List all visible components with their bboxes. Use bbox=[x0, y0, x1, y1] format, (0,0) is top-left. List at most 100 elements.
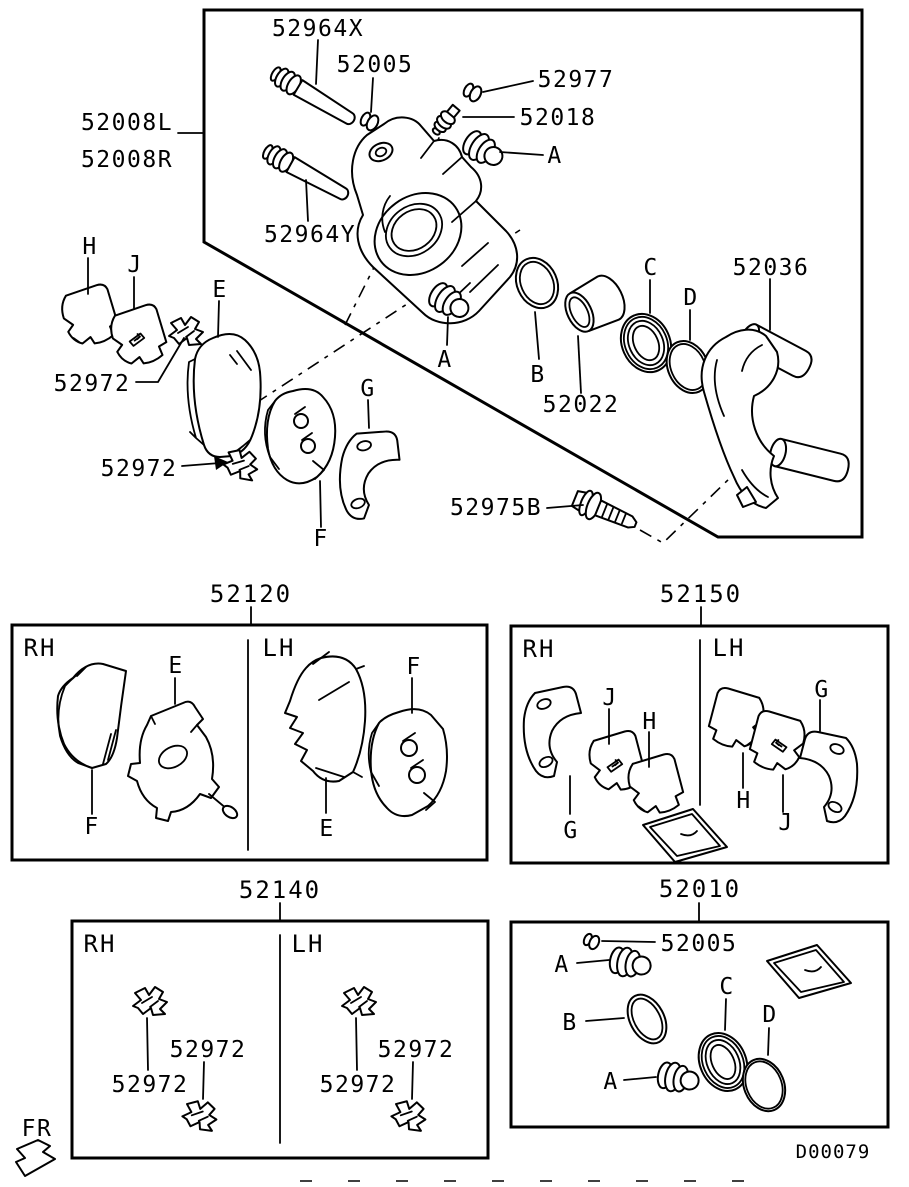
callout-52008L: 52008L bbox=[81, 110, 173, 136]
fr-direction-arrow-icon bbox=[15, 1139, 56, 1177]
shim-h-drawing bbox=[57, 281, 122, 350]
shim-j-drawing bbox=[106, 301, 171, 370]
bleeder-cap-drawing bbox=[462, 82, 483, 103]
leader-52964Y bbox=[305, 179, 309, 222]
fr-direction-label: FR bbox=[22, 1116, 53, 1142]
callout-52005: 52005 bbox=[337, 52, 414, 78]
main-assembly-box bbox=[202, 8, 864, 539]
callout-52036: 52036 bbox=[733, 255, 810, 281]
kit-52010-A-lower: A bbox=[603, 1069, 618, 1095]
kit-52140-rh-leader-lower bbox=[202, 1061, 205, 1100]
callout-52964Y: 52964Y bbox=[264, 222, 356, 248]
kit-52150-lh-G: G bbox=[814, 677, 829, 703]
support-bracket-drawing bbox=[700, 323, 850, 509]
ring-d-drawing bbox=[665, 340, 711, 394]
callout-52008R: 52008R bbox=[81, 147, 173, 173]
kit-52140-lh-leader-upper bbox=[355, 1017, 358, 1071]
kit-52010-box bbox=[509, 920, 890, 1129]
leader-52972-arrowhead bbox=[214, 456, 228, 470]
kit-52010-A-upper: A bbox=[554, 952, 569, 978]
kit-52140-lh-leader-lower bbox=[411, 1061, 414, 1100]
seal-c-drawing bbox=[619, 312, 673, 374]
leader-A-lower bbox=[446, 316, 449, 346]
kit-52140-title: 52140 bbox=[239, 876, 321, 904]
kit-52010-boot-upper-drawing bbox=[606, 943, 655, 983]
lock-bolt-drawing bbox=[570, 489, 638, 529]
kit-52150-rh-label: RH bbox=[523, 635, 556, 663]
kit-52120-rh-F: F bbox=[84, 814, 99, 840]
kit-52140-lh-clip-upper-drawing bbox=[341, 986, 377, 1016]
kit-52010-ring-b-drawing bbox=[626, 993, 668, 1045]
kit-52150-rh-J: J bbox=[602, 685, 617, 711]
callout-H: H bbox=[82, 234, 97, 260]
kit-52150-grease-pouch-drawing bbox=[642, 808, 728, 863]
kit-52120-lh-label: LH bbox=[263, 634, 296, 662]
leader-E bbox=[217, 300, 220, 338]
callout-A-lower: A bbox=[437, 347, 452, 373]
kit-52120-box bbox=[10, 623, 489, 862]
leader-A-upper bbox=[499, 151, 544, 156]
kit-52120-lh-pad-drawing bbox=[284, 651, 367, 783]
kit-52010-C: C bbox=[719, 974, 734, 1000]
callout-52975B: 52975B bbox=[450, 495, 542, 521]
kit-52010-C-leader bbox=[724, 998, 727, 1031]
kit-52120-lh-E: E bbox=[319, 816, 334, 842]
kit-52010-52005: 52005 bbox=[661, 931, 738, 957]
caliper-body-drawing bbox=[351, 116, 518, 325]
leader-52977 bbox=[482, 80, 534, 93]
leader-52975B bbox=[546, 504, 584, 509]
callout-D: D bbox=[683, 285, 698, 311]
callout-52972-upper: 52972 bbox=[54, 371, 131, 397]
leader-52972-upper bbox=[135, 337, 185, 383]
callout-C: C bbox=[643, 255, 658, 281]
kit-52120-lh-plate-drawing bbox=[367, 708, 448, 818]
kit-52010-B-leader bbox=[585, 1017, 625, 1022]
leader-F bbox=[319, 480, 322, 528]
kit-52010-grease-pouch-drawing bbox=[766, 944, 852, 999]
leader-52005 bbox=[370, 77, 374, 113]
leader-G bbox=[367, 399, 370, 429]
kit-52150-rh-G: G bbox=[563, 818, 578, 844]
kit-52010-D: D bbox=[762, 1002, 777, 1028]
kit-52010-title: 52010 bbox=[659, 875, 741, 903]
ring-b-drawing bbox=[514, 256, 560, 310]
kit-52140-rh-52972-upper: 52972 bbox=[170, 1037, 247, 1063]
kit-52150-box bbox=[509, 624, 890, 865]
callout-B: B bbox=[530, 362, 545, 388]
kit-52120-rh-E: E bbox=[168, 653, 183, 679]
kit-52140-box bbox=[70, 919, 490, 1160]
kit-52150-lh-J: J bbox=[778, 810, 793, 836]
kit-52140-lh-52972-lower: 52972 bbox=[320, 1072, 397, 1098]
kit-52010-seal-c-drawing bbox=[697, 1032, 749, 1092]
callout-52972-lower: 52972 bbox=[101, 456, 178, 482]
callout-52022: 52022 bbox=[543, 392, 620, 418]
kit-52140-lh-label: LH bbox=[292, 930, 325, 958]
callout-J: J bbox=[127, 252, 142, 278]
pin-cap-drawing bbox=[359, 111, 380, 132]
kit-52150-title: 52150 bbox=[660, 580, 742, 608]
callout-52977: 52977 bbox=[538, 67, 615, 93]
kit-52010-B: B bbox=[562, 1010, 577, 1036]
kit-52140-rh-label: RH bbox=[84, 930, 117, 958]
leader-52972-lower bbox=[181, 462, 221, 467]
kit-52140-lh-clip-lower-drawing bbox=[388, 1096, 430, 1134]
kit-52140-rh-clip-lower-drawing bbox=[179, 1096, 221, 1134]
piston-drawing bbox=[564, 274, 626, 333]
callout-G: G bbox=[360, 376, 375, 402]
callout-E: E bbox=[212, 277, 227, 303]
leader-B bbox=[534, 311, 540, 360]
pad-clip-upper-drawing bbox=[168, 316, 204, 346]
kit-52150-lh-G-drawing bbox=[799, 730, 859, 824]
kit-52150-rh-H: H bbox=[642, 709, 657, 735]
kit-52150-lh-H: H bbox=[736, 788, 751, 814]
kit-52140-rh-clip-upper-drawing bbox=[132, 986, 168, 1016]
callout-52018: 52018 bbox=[520, 105, 597, 131]
callout-A-upper: A bbox=[547, 143, 562, 169]
kit-52120-rh-plate-drawing bbox=[127, 700, 239, 822]
kit-52140-rh-52972-lower: 52972 bbox=[112, 1072, 189, 1098]
pad-f-drawing bbox=[264, 388, 337, 485]
diagram-code: D00079 bbox=[796, 1141, 871, 1163]
kit-52120-title: 52120 bbox=[210, 580, 292, 608]
kit-52010-boot-lower-drawing bbox=[654, 1058, 703, 1098]
